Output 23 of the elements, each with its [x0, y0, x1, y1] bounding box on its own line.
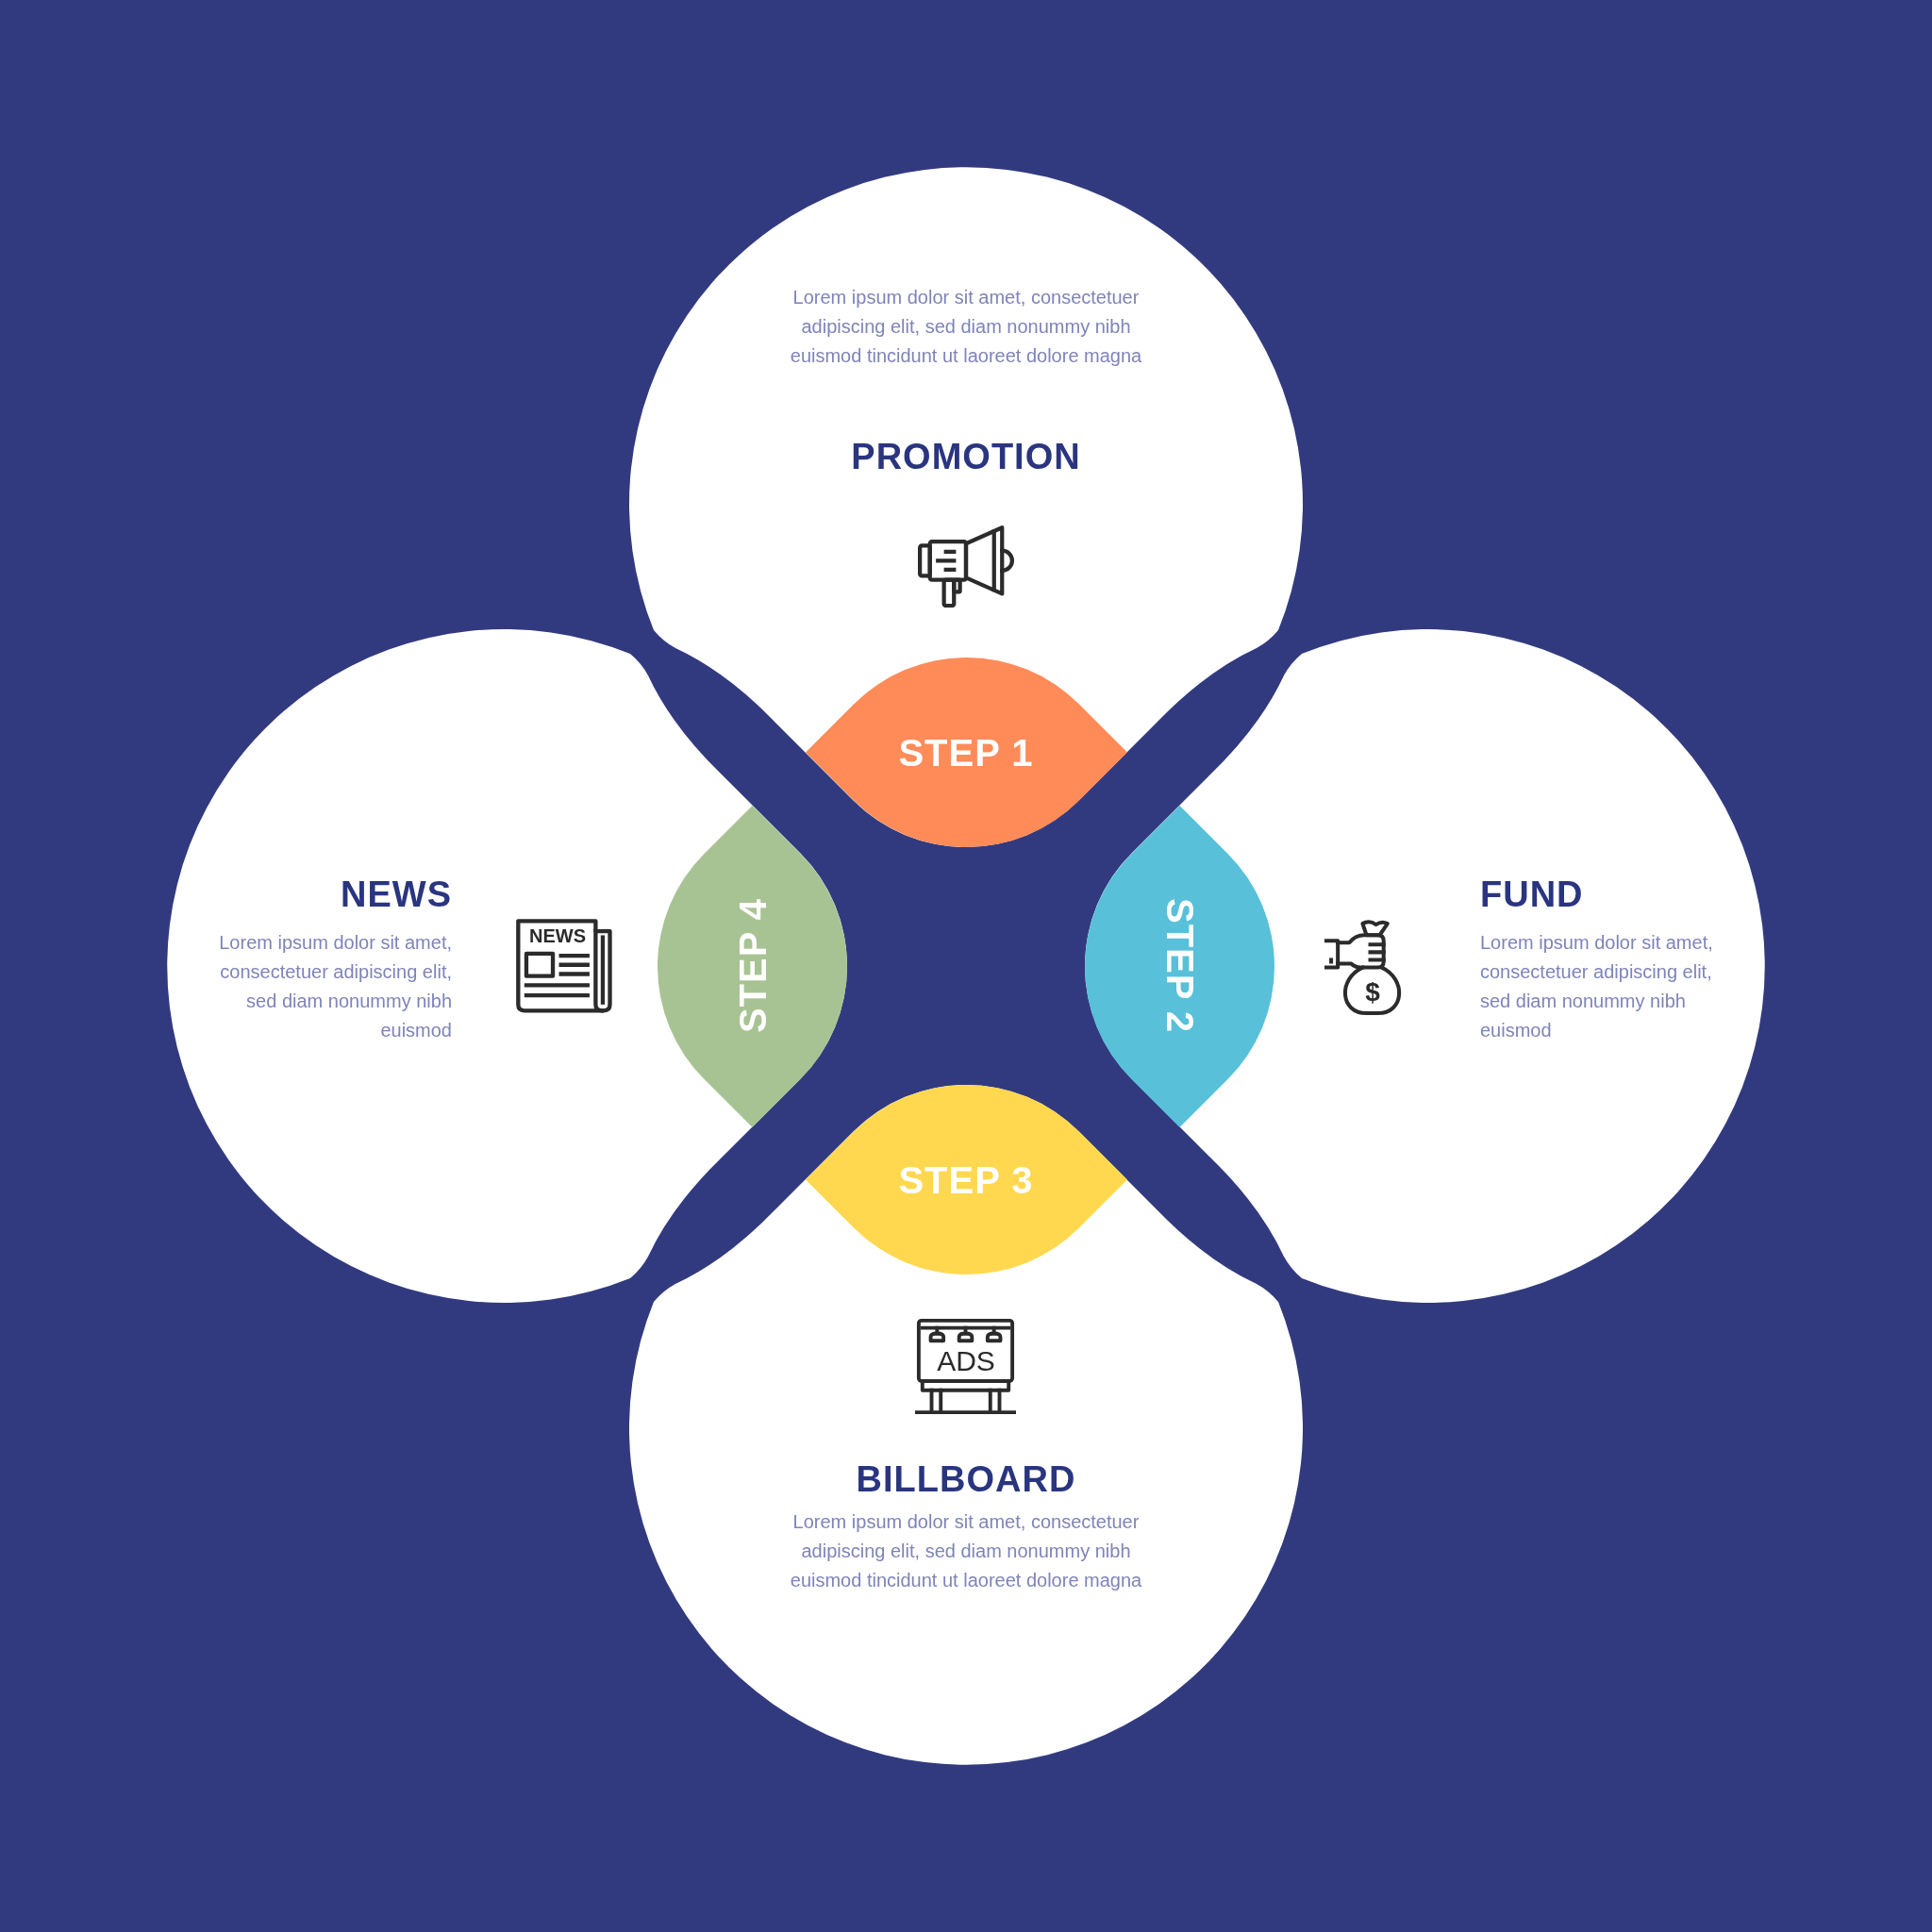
step-label: STEP 4	[730, 898, 774, 1034]
masthead-text: NEWS	[528, 924, 587, 948]
step-label: STEP 2	[1158, 898, 1202, 1034]
dollar-sign: $	[1364, 976, 1381, 1008]
description-text: Lorem ipsum dolor sit amet, consectetuer adipiscing elit, sed diam nonummy nibh euismod tincidunt ut laoreet dolore magna	[789, 1510, 1143, 1592]
step-badge	[658, 805, 847, 1127]
heading: NEWS	[340, 874, 452, 915]
heading: PROMOTION	[850, 436, 1082, 477]
petal-card	[168, 629, 847, 1303]
heading: BILLBOARD	[855, 1458, 1077, 1500]
step-label: STEP 1	[898, 730, 1034, 774]
description-text: Lorem ipsum dolor sit amet, consectetuer adipiscing elit, sed diam nonummy nibh euismod	[218, 931, 452, 1042]
billboard-text: ADS	[936, 1344, 996, 1378]
description-text: Lorem ipsum dolor sit amet, consectetuer adipiscing elit, sed diam nonummy nibh euismod	[1480, 931, 1714, 1042]
step-badge	[805, 658, 1127, 847]
petal-card	[629, 1085, 1303, 1764]
description-text: Lorem ipsum dolor sit amet, consectetuer adipiscing elit, sed diam nonummy nibh euismod tincidunt ut laoreet dolore magna	[789, 286, 1143, 368]
petal-card	[629, 168, 1303, 847]
step-badge	[805, 1085, 1127, 1274]
heading: FUND	[1480, 874, 1585, 915]
step-label: STEP 3	[898, 1158, 1034, 1202]
petal-card	[1085, 629, 1764, 1303]
step-badge	[1085, 805, 1274, 1127]
